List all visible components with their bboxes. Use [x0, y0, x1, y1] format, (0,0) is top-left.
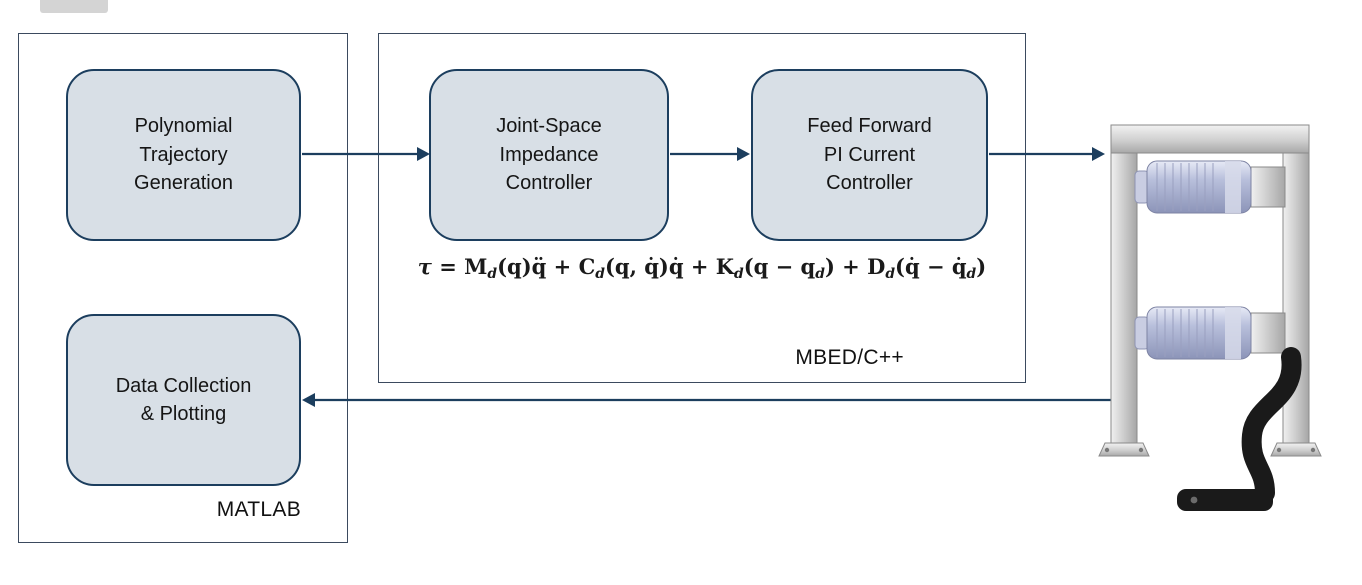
block-label: Feed Forward PI Current Controller: [807, 115, 932, 195]
robot-motor-lower: [1134, 306, 1286, 360]
block-label: Polynomial Trajectory Generation: [134, 115, 233, 195]
matlab-container: Polynomial Trajectory Generation Data Co…: [18, 33, 348, 543]
arrow-robot-to-data-collection: [302, 393, 1118, 407]
impedance-control-equation: τ = Md(q)q̈ + Cd(q, q̇)q̇ + Kd(q − qd) +…: [417, 254, 987, 282]
block-label: Joint-Space Impedance Controller: [496, 115, 602, 195]
robot-image: [1098, 124, 1322, 511]
robot-motor-upper: [1134, 160, 1286, 214]
block-joint-space-impedance-controller: Joint-Space Impedance Controller: [429, 69, 669, 241]
block-data-collection-plotting: Data Collection & Plotting: [66, 314, 301, 486]
mbed-container: Joint-Space Impedance Controller Feed Fo…: [378, 33, 1026, 383]
block-feed-forward-pi-current-controller: Feed Forward PI Current Controller: [751, 69, 988, 241]
block-label: Data Collection & Plotting: [115, 374, 252, 425]
matlab-label: MATLAB: [216, 498, 301, 521]
window-chrome-fragment: [40, 0, 108, 13]
robot-leg: [1177, 347, 1302, 511]
mbed-label: MBED/C++: [795, 346, 904, 369]
robot-frame: [1098, 124, 1322, 457]
block-polynomial-trajectory-generation: Polynomial Trajectory Generation: [66, 69, 301, 241]
